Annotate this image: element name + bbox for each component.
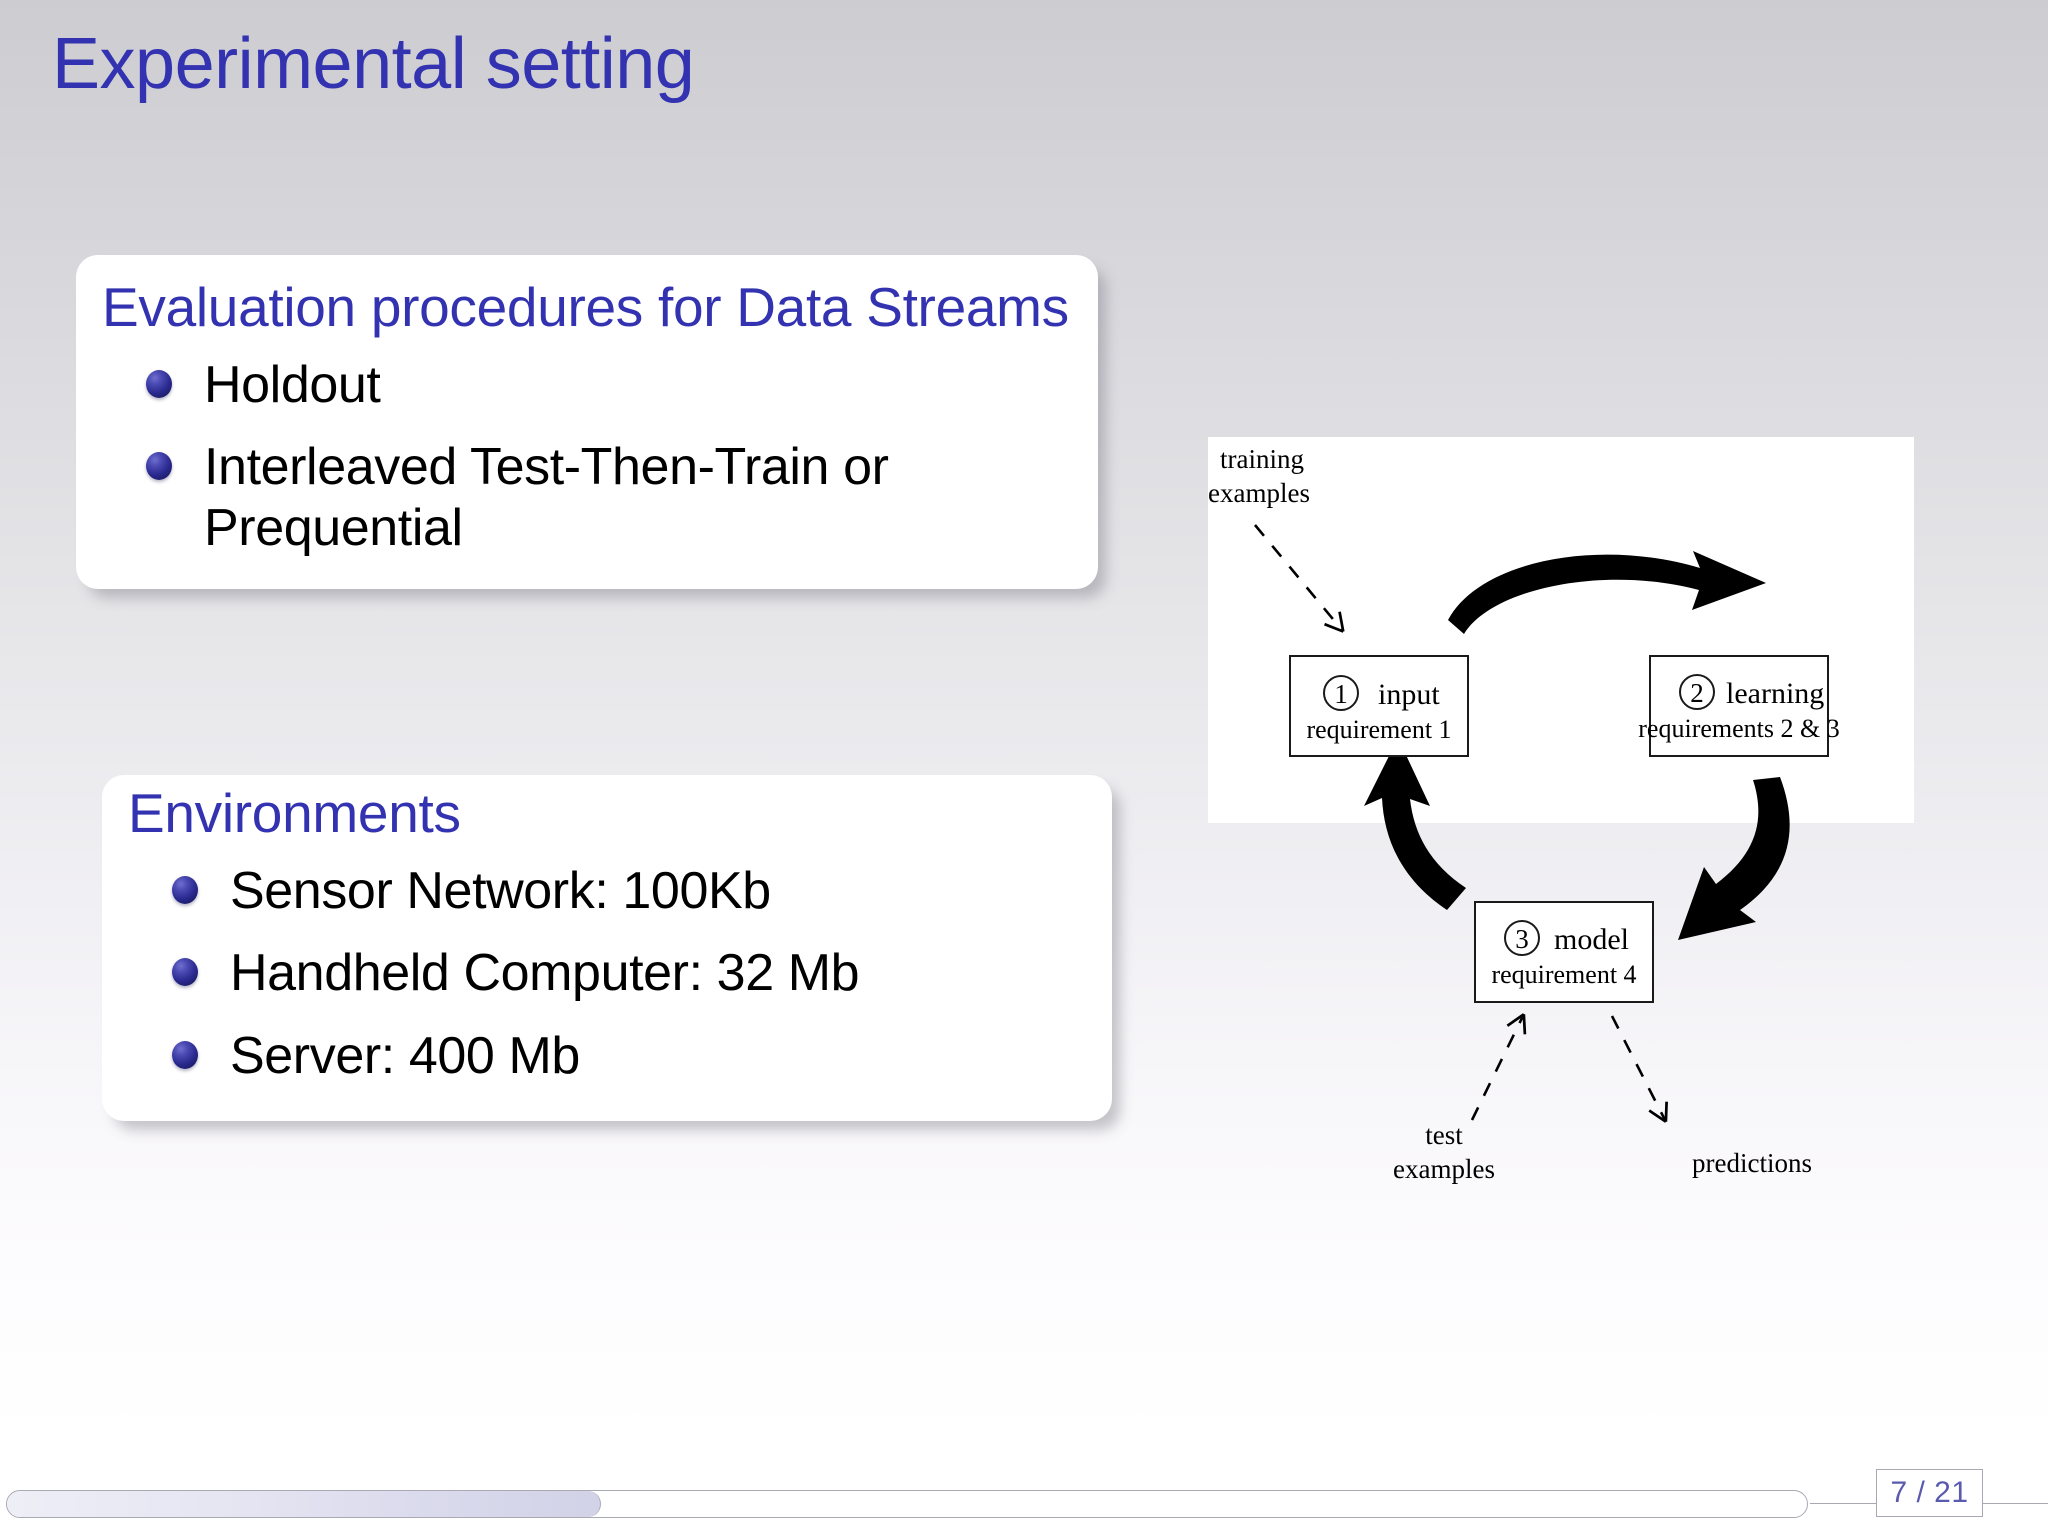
diagram-edge-test-to-model	[1470, 1013, 1527, 1121]
diagram-edge-model-to-predictions	[1610, 1015, 1668, 1123]
list-item-label: Server: 400 Mb	[230, 1027, 580, 1086]
bullet-sphere-icon	[172, 1041, 198, 1070]
diagram-node-number-circle-3	[1504, 920, 1540, 956]
diagram-edge-learning-to-model	[1678, 777, 1790, 940]
diagram-node-number-2: 2	[1690, 678, 1704, 708]
list-item-label: Interleaved Test-Then-Train or Prequenti…	[204, 438, 889, 558]
diagram-node-number-1: 1	[1334, 679, 1348, 709]
block-title-environments: Environments	[128, 782, 461, 844]
slide-footer	[0, 1464, 2048, 1536]
list-item-label: Handheld Computer: 32 Mb	[230, 944, 860, 1003]
diagram-label-test-examples-line1: test	[1425, 1120, 1463, 1150]
diagram-node-number-circle-1	[1323, 675, 1359, 711]
bullet-sphere-icon	[146, 452, 172, 481]
bullet-list-environments: Sensor Network: 100Kb Handheld Computer:…	[128, 861, 1086, 1087]
list-item: Interleaved Test-Then-Train or Prequenti…	[102, 437, 1072, 559]
block-title-evaluation: Evaluation procedures for Data Streams	[102, 276, 1069, 338]
bullet-sphere-icon	[172, 875, 198, 904]
diagram-node-title-learning: learning	[1726, 677, 1824, 710]
diagram-node-input: 1 input requirement 1	[1289, 655, 1469, 757]
list-item: Holdout	[102, 355, 1072, 416]
page-number: 7 / 21	[1876, 1469, 1983, 1517]
diagram-label-training-examples-line1: training	[1220, 444, 1304, 474]
bullet-sphere-icon	[146, 369, 172, 398]
diagram-node-number-circle-2	[1679, 674, 1715, 710]
diagram-edge-training-to-input	[1253, 524, 1345, 633]
diagram-node-title-input: input	[1378, 678, 1440, 711]
block-evaluation-procedures: Evaluation procedures for Data Streams H…	[76, 255, 1098, 590]
diagram-node-number-3: 3	[1515, 924, 1529, 954]
diagram-label-training-examples-line2: examples	[1208, 478, 1310, 508]
diagram-edge-model-to-input	[1364, 738, 1466, 910]
progress-bar-fill	[7, 1491, 601, 1517]
diagram-node-subtitle-learning: requirements 2 & 3	[1638, 714, 1839, 743]
list-item-label: Holdout	[204, 355, 381, 414]
list-item: Server: 400 Mb	[128, 1026, 1086, 1087]
bullet-sphere-icon	[172, 958, 198, 987]
diagram-label-test-examples-line2: examples	[1393, 1154, 1495, 1184]
diagram-node-title-model: model	[1554, 923, 1629, 956]
progress-bar-track[interactable]	[6, 1490, 1808, 1518]
diagram-edge-input-to-learning	[1448, 551, 1766, 634]
bullet-list-evaluation: Holdout Interleaved Test-Then-Train or P…	[102, 355, 1072, 559]
diagram-node-learning: 2 learning requirements 2 & 3	[1638, 655, 1840, 757]
diagram-node-subtitle-model: requirement 4	[1491, 960, 1636, 989]
diagram-label-predictions: predictions	[1692, 1148, 1812, 1178]
page-title: Experimental setting	[52, 24, 695, 104]
cycle-diagram: training examples 1 input requirement 1 …	[1208, 444, 1840, 1184]
diagram-node-subtitle-input: requirement 1	[1306, 715, 1451, 744]
list-item: Handheld Computer: 32 Mb	[128, 943, 1086, 1004]
list-item: Sensor Network: 100Kb	[128, 861, 1086, 922]
diagram-node-model: 3 model requirement 4	[1474, 901, 1654, 1003]
list-item-label: Sensor Network: 100Kb	[230, 861, 771, 920]
block-environments: Environments Sensor Network: 100Kb Handh…	[102, 775, 1112, 1122]
